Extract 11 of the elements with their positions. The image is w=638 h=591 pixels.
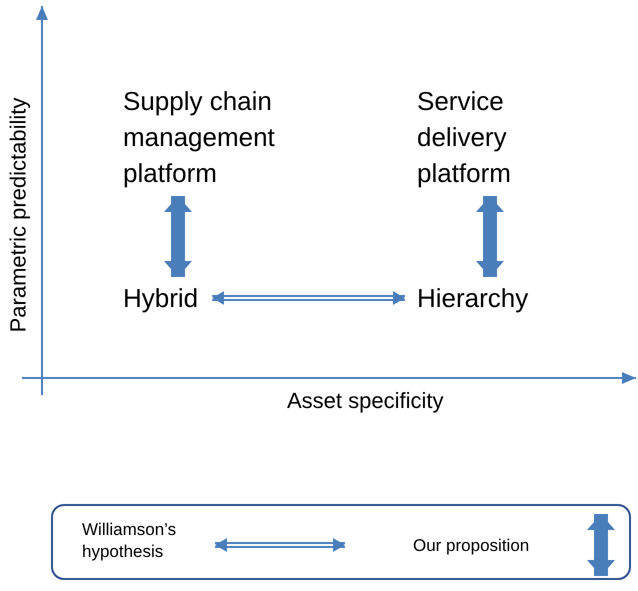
node-label: Hybrid	[123, 282, 200, 315]
legend-label: Our proposition	[413, 535, 530, 557]
node-label: Supply chain management platform	[123, 85, 276, 190]
double-headed-arrow	[212, 291, 405, 305]
double-headed-arrow	[164, 196, 192, 277]
double-headed-arrow	[476, 196, 504, 277]
legend-label: Williamson’s hypothesis	[82, 519, 178, 563]
axis-label: Parametric predictability	[4, 98, 31, 332]
axis-label: Asset specificity	[287, 388, 444, 414]
node-label: Service delivery platform	[417, 85, 512, 190]
node-label: Hierarchy	[417, 282, 530, 315]
